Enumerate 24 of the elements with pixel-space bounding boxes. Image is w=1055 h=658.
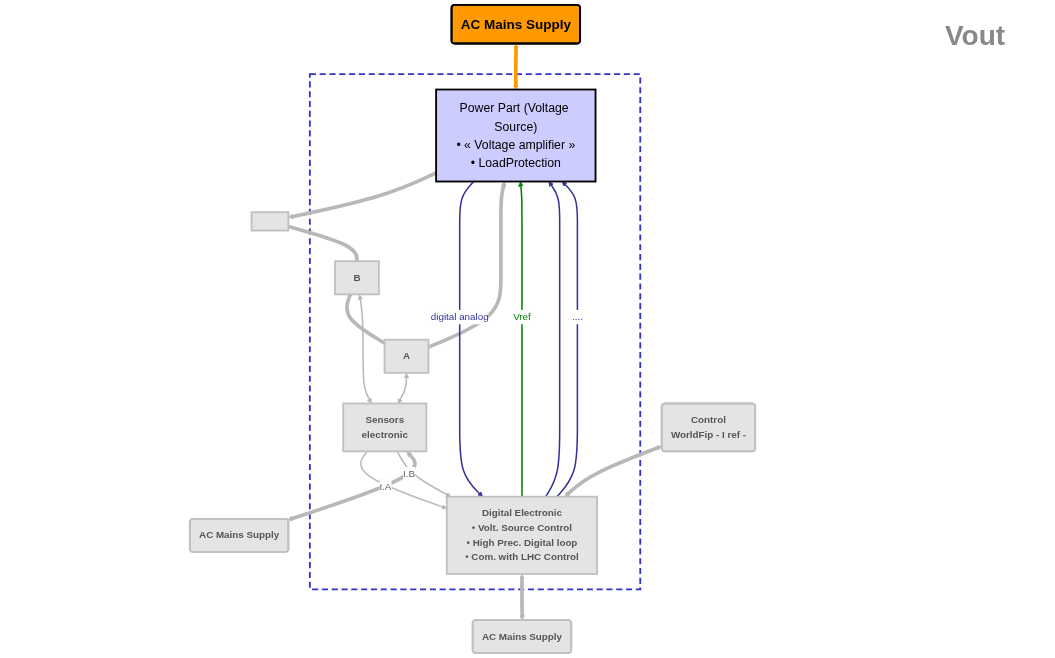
arrow xyxy=(518,181,524,498)
arrow xyxy=(357,294,372,404)
arrow xyxy=(519,574,525,621)
node-box: B xyxy=(334,260,380,296)
edge-label: Vref xyxy=(513,311,531,322)
arrow xyxy=(458,180,483,497)
arrow xyxy=(396,450,452,497)
node-box: Power Part (Voltage Source) • « Voltage amplifier » • LoadProtection xyxy=(435,88,597,183)
arrow xyxy=(556,181,579,498)
edge-label: I.A xyxy=(379,480,392,492)
node-box: Sensors electronic xyxy=(342,402,428,453)
arrow xyxy=(513,43,519,90)
arrow xyxy=(287,451,417,521)
node-box xyxy=(250,211,290,232)
cluster xyxy=(308,73,642,591)
edge-label: digital analog xyxy=(430,311,489,322)
node-box: Digital Electronic • Volt. Source Control • High Prec. Digital loop • Com. with LHC Control xyxy=(445,495,599,575)
voltage-label: Vout xyxy=(945,20,1006,52)
arrow xyxy=(288,171,437,220)
arrow xyxy=(397,372,410,404)
node-box: A xyxy=(383,338,430,374)
edge-label: I.B xyxy=(403,468,416,479)
arrow xyxy=(544,181,561,498)
edge-label: .... xyxy=(571,311,583,322)
